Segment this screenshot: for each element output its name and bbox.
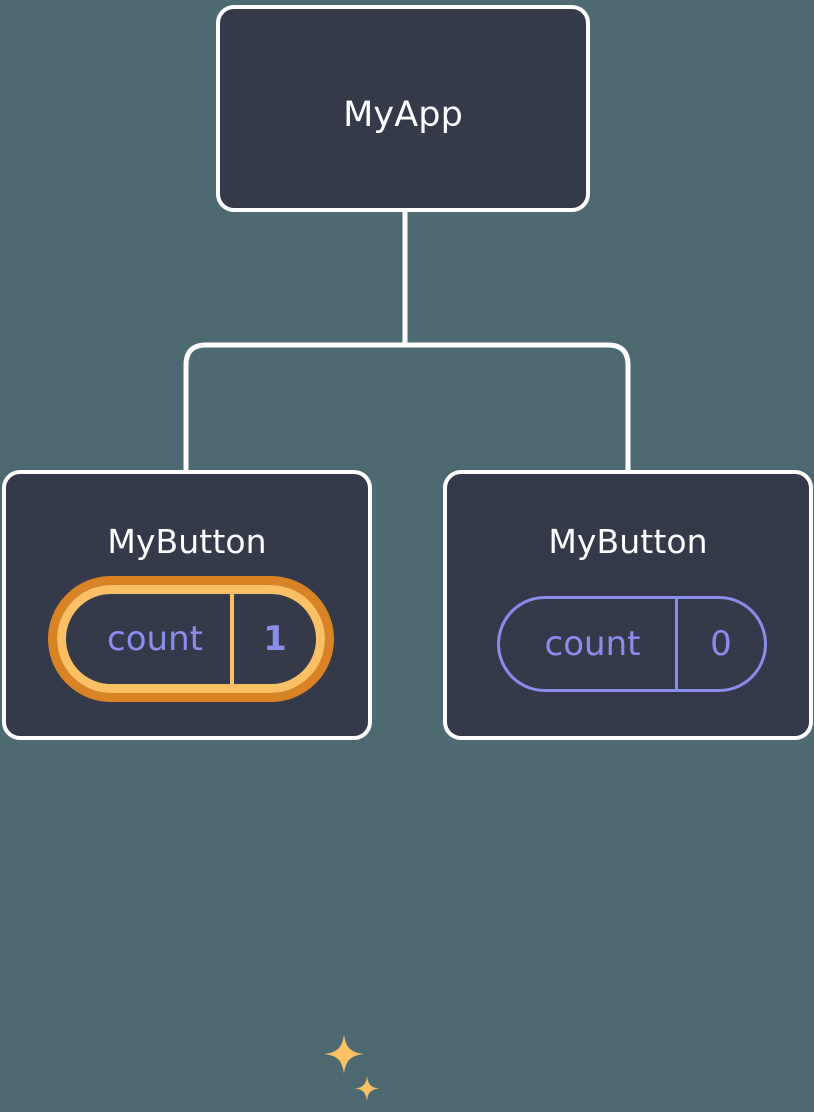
sparkle-small-icon: [355, 1076, 379, 1101]
node-mybutton-left-title: MyButton: [107, 522, 267, 561]
node-myapp[interactable]: MyApp: [216, 5, 590, 212]
sparkle-group: [324, 1034, 379, 1101]
node-myapp-title: MyApp: [343, 95, 463, 135]
component-tree-diagram: MyApp MyButton count 1 MyButton count 0: [2, 5, 813, 1101]
node-mybutton-right-title: MyButton: [548, 522, 708, 561]
state-pill-count-right[interactable]: count 0: [497, 596, 767, 692]
state-pill-right-divider: [675, 599, 678, 689]
state-pill-left-key: count: [107, 619, 203, 659]
state-pill-count-left[interactable]: count 1: [57, 585, 325, 693]
state-pill-highlight-ring: [48, 576, 334, 702]
state-pill-right-value: 0: [710, 624, 732, 664]
node-mybutton-left[interactable]: MyButton count 1: [2, 470, 379, 1101]
node-mybutton-right[interactable]: MyButton count 0: [443, 470, 813, 740]
sparkle-large-icon: [324, 1034, 364, 1074]
state-pill-right-key: count: [544, 624, 641, 664]
connector-branch-bar: [183, 342, 631, 470]
state-pill-left-value: 1: [263, 619, 287, 659]
state-pill-left-divider: [230, 594, 234, 684]
